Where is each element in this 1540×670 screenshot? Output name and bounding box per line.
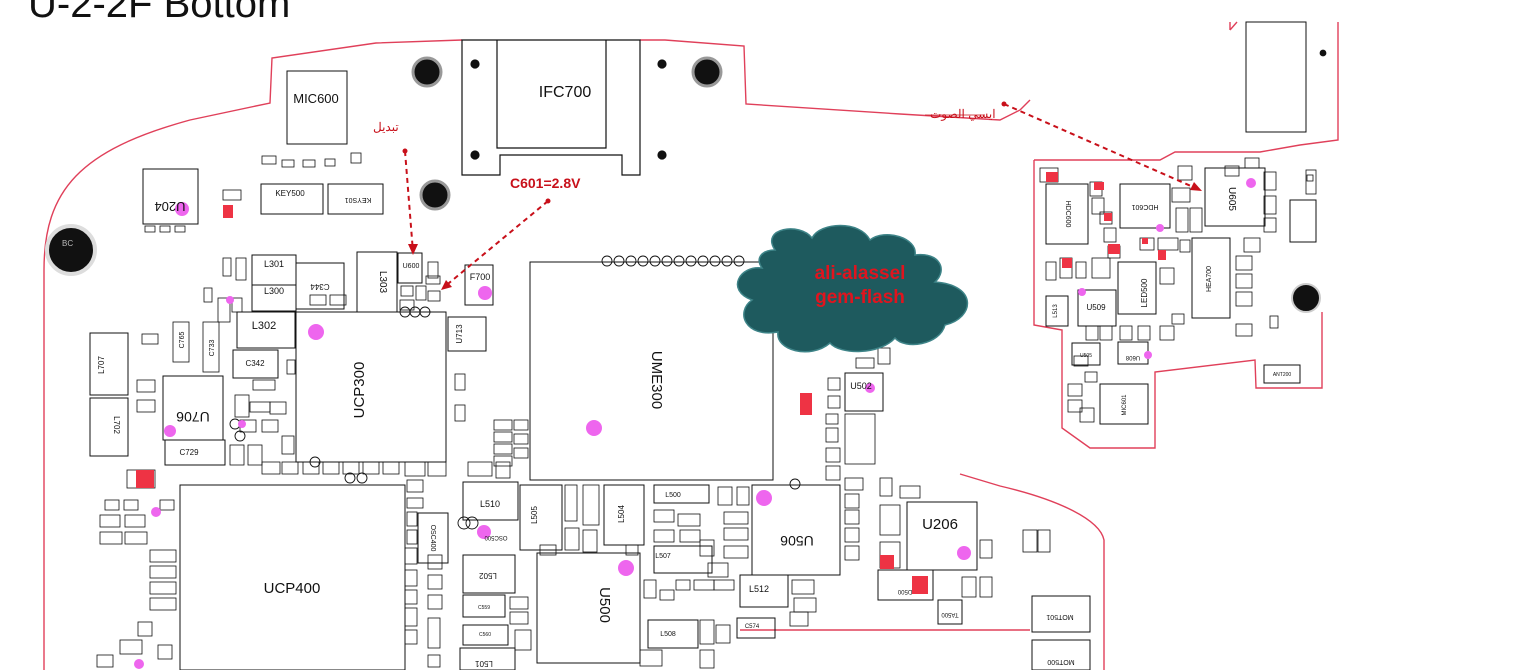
label-u509: U509: [1086, 303, 1106, 312]
label-ant200: ANT200: [1273, 372, 1292, 378]
board-outline: [43, 21, 1339, 670]
label-l707: L707: [97, 356, 106, 374]
watermark-cloud: [736, 224, 969, 353]
label-u500: U500: [596, 587, 613, 623]
label-u608: U608: [1125, 354, 1140, 360]
label-u600: U600: [403, 263, 420, 270]
label-ume300: UME300: [648, 351, 665, 409]
label-led500: LED500: [1140, 278, 1149, 307]
via-row: [229, 255, 801, 530]
label-l702: L702: [112, 416, 121, 434]
label-l300: L300: [264, 286, 284, 296]
note-voltage: C601=2.8V: [510, 175, 581, 191]
label-osc500: OSC500: [484, 534, 508, 540]
label-l513: L513: [1053, 304, 1059, 318]
label-l303: L303: [377, 271, 388, 294]
component-outlines: [89, 21, 1317, 670]
label-l500: L500: [665, 492, 681, 499]
label-l510: L510: [480, 499, 500, 509]
label-c342: C342: [245, 359, 265, 368]
mounting-hole: [45, 224, 97, 276]
arrow-heads: [402, 101, 1202, 290]
label-u204: U204: [154, 199, 185, 214]
annotation-arrows: [404, 103, 1201, 289]
arrow-replace: [404, 150, 414, 253]
label-ifc700: IFC700: [539, 84, 592, 101]
label-c560: C560: [479, 632, 491, 638]
label-ucp400: UCP400: [264, 580, 321, 597]
mounting-holes: [45, 56, 1321, 313]
label-mot501: MOT501: [1046, 613, 1073, 620]
test-pads: [134, 178, 1256, 669]
highlight-markers: [136, 172, 1166, 594]
watermark-line1: ali-alassel: [814, 263, 906, 284]
label-ucp300: UCP300: [351, 362, 368, 419]
label-l302: L302: [252, 320, 276, 332]
label-c344: C344: [310, 282, 330, 291]
label-mic600: MIC600: [293, 91, 339, 106]
label-u713: U713: [455, 324, 464, 344]
label-hea700: HEA700: [1206, 266, 1213, 292]
label-u605: U605: [1226, 187, 1237, 211]
label-l512: L512: [749, 584, 769, 594]
label-l301: L301: [264, 259, 284, 269]
label-u206: U206: [922, 516, 958, 533]
mounting-hole: [1291, 283, 1321, 313]
label-c765: C765: [179, 332, 186, 349]
label-osc400: OSC400: [429, 525, 436, 552]
label-d500: D500: [897, 588, 912, 594]
watermark-line2: gem-flash: [815, 287, 905, 308]
label-bc: BC: [62, 239, 73, 248]
label-u706: U706: [176, 409, 210, 425]
board-view-title: U-2-2F Bottom: [28, 0, 291, 26]
label-l507: L507: [655, 553, 671, 560]
label-hdc601: HDC601: [1131, 203, 1158, 210]
label-c729: C729: [179, 448, 199, 457]
label-u506: U506: [780, 533, 814, 549]
label-l505: L505: [530, 506, 539, 524]
note-audio-ic: ايسي الصوت: [930, 107, 996, 121]
watermark-text: ali-alassel gem-flash: [770, 262, 950, 310]
label-u505: U505: [1080, 353, 1092, 359]
label-f700: F700: [470, 272, 491, 282]
label-mot500: MOT500: [1047, 658, 1074, 665]
label-ta500: TA500: [941, 611, 959, 617]
label-key500: KEY500: [275, 189, 305, 198]
mounting-hole: [411, 56, 443, 88]
label-l508: L508: [660, 631, 676, 638]
label-l502: L502: [479, 571, 497, 580]
connector-ifc700: [461, 39, 667, 176]
label-c574: C574: [745, 624, 760, 630]
passive-components: [96, 49, 1327, 669]
label-l501: L501: [475, 659, 493, 668]
label-u502: U502: [850, 381, 872, 391]
label-c733: C733: [209, 340, 216, 357]
label-mic601: MIC601: [1122, 394, 1128, 416]
label-c559: C559: [478, 605, 490, 611]
label-l504: L504: [617, 505, 626, 523]
mounting-hole: [691, 56, 723, 88]
mounting-hole: [419, 179, 451, 211]
component-labels: MIC600 U204 KEY500 KEYS01 BC L301 L300 C…: [62, 91, 1291, 668]
label-keys01: KEYS01: [345, 196, 372, 203]
arrow-voltage: [442, 200, 549, 289]
label-hdc600: HDC600: [1064, 201, 1071, 228]
note-replace: تبديل: [373, 120, 399, 134]
